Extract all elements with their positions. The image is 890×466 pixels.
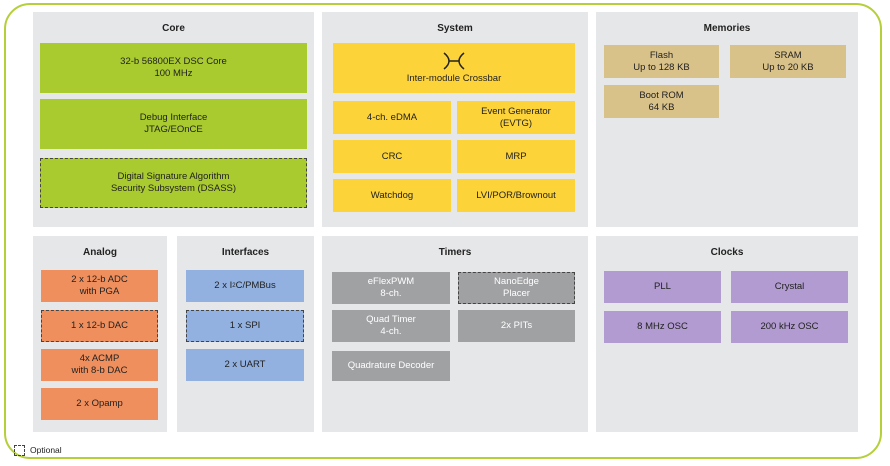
- diagram-frame: [4, 3, 882, 459]
- watchdog-block: Watchdog: [333, 179, 451, 212]
- flash-block: Flash Up to 128 KB: [604, 45, 719, 78]
- interfaces-title: Interfaces: [221, 247, 270, 258]
- memories-panel: Memories Flash Up to 128 KB SRAM Up to 2…: [596, 12, 858, 227]
- timers-panel: Timers eFlexPWM 8-ch. NanoEdge Placer Qu…: [322, 236, 588, 432]
- uart-block: 2 x UART: [186, 349, 304, 381]
- crossbar-icon: [443, 52, 465, 70]
- i2c-suffix: C/PMBus: [235, 280, 276, 291]
- clocks-panel: Clocks PLL Crystal 8 MHz OSC 200 kHz OSC: [596, 236, 858, 432]
- lvi-por-brownout-block: LVI/POR/Brownout: [457, 179, 575, 212]
- analog-panel: Analog 2 x 12-b ADC with PGA 1 x 12-b DA…: [33, 236, 167, 432]
- evtg-block: Event Generator (EVTG): [457, 101, 575, 134]
- osc-8mhz-block: 8 MHz OSC: [604, 311, 721, 343]
- system-title: System: [437, 23, 473, 34]
- analog-title: Analog: [83, 247, 117, 258]
- nanoedge-placer-block: NanoEdge Placer: [458, 272, 575, 304]
- acmp-block: 4x ACMP with 8-b DAC: [41, 349, 158, 381]
- pll-block: PLL: [604, 271, 721, 303]
- system-panel: System Inter-module Crossbar 4-ch. eDMA …: [322, 12, 588, 227]
- eflexpwm-block: eFlexPWM 8-ch.: [332, 272, 450, 304]
- timers-title: Timers: [438, 247, 472, 258]
- crystal-block: Crystal: [731, 271, 848, 303]
- memories-title: Memories: [703, 23, 751, 34]
- core-panel: Core 32-b 56800EX DSC Core 100 MHz Debug…: [33, 12, 314, 227]
- dac-block: 1 x 12-b DAC: [41, 310, 158, 342]
- crossbar-block: Inter-module Crossbar: [333, 43, 575, 93]
- spi-block: 1 x SPI: [186, 310, 304, 342]
- sram-block: SRAM Up to 20 KB: [730, 45, 846, 78]
- core-title: Core: [162, 23, 185, 34]
- mrp-block: MRP: [457, 140, 575, 173]
- opamp-block: 2 x Opamp: [41, 388, 158, 420]
- quad-timer-block: Quad Timer 4-ch.: [332, 310, 450, 342]
- osc-200khz-block: 200 kHz OSC: [731, 311, 848, 343]
- crc-block: CRC: [333, 140, 451, 173]
- optional-legend-label: Optional: [30, 445, 62, 455]
- i2c-prefix: 2 x I: [214, 280, 233, 291]
- boot-rom-block: Boot ROM 64 KB: [604, 85, 719, 118]
- clocks-title: Clocks: [710, 247, 744, 258]
- edma-block: 4-ch. eDMA: [333, 101, 451, 134]
- crossbar-label: Inter-module Crossbar: [406, 73, 502, 84]
- debug-interface-block: Debug Interface JTAG/EOnCE: [40, 99, 307, 149]
- pits-block: 2x PITs: [458, 310, 575, 342]
- quadrature-decoder-block: Quadrature Decoder: [332, 351, 450, 381]
- dsc-core-block: 32-b 56800EX DSC Core 100 MHz: [40, 43, 307, 93]
- adc-block: 2 x 12-b ADC with PGA: [41, 270, 158, 302]
- dsass-block: Digital Signature Algorithm Security Sub…: [40, 158, 307, 208]
- optional-legend-swatch: [14, 445, 25, 456]
